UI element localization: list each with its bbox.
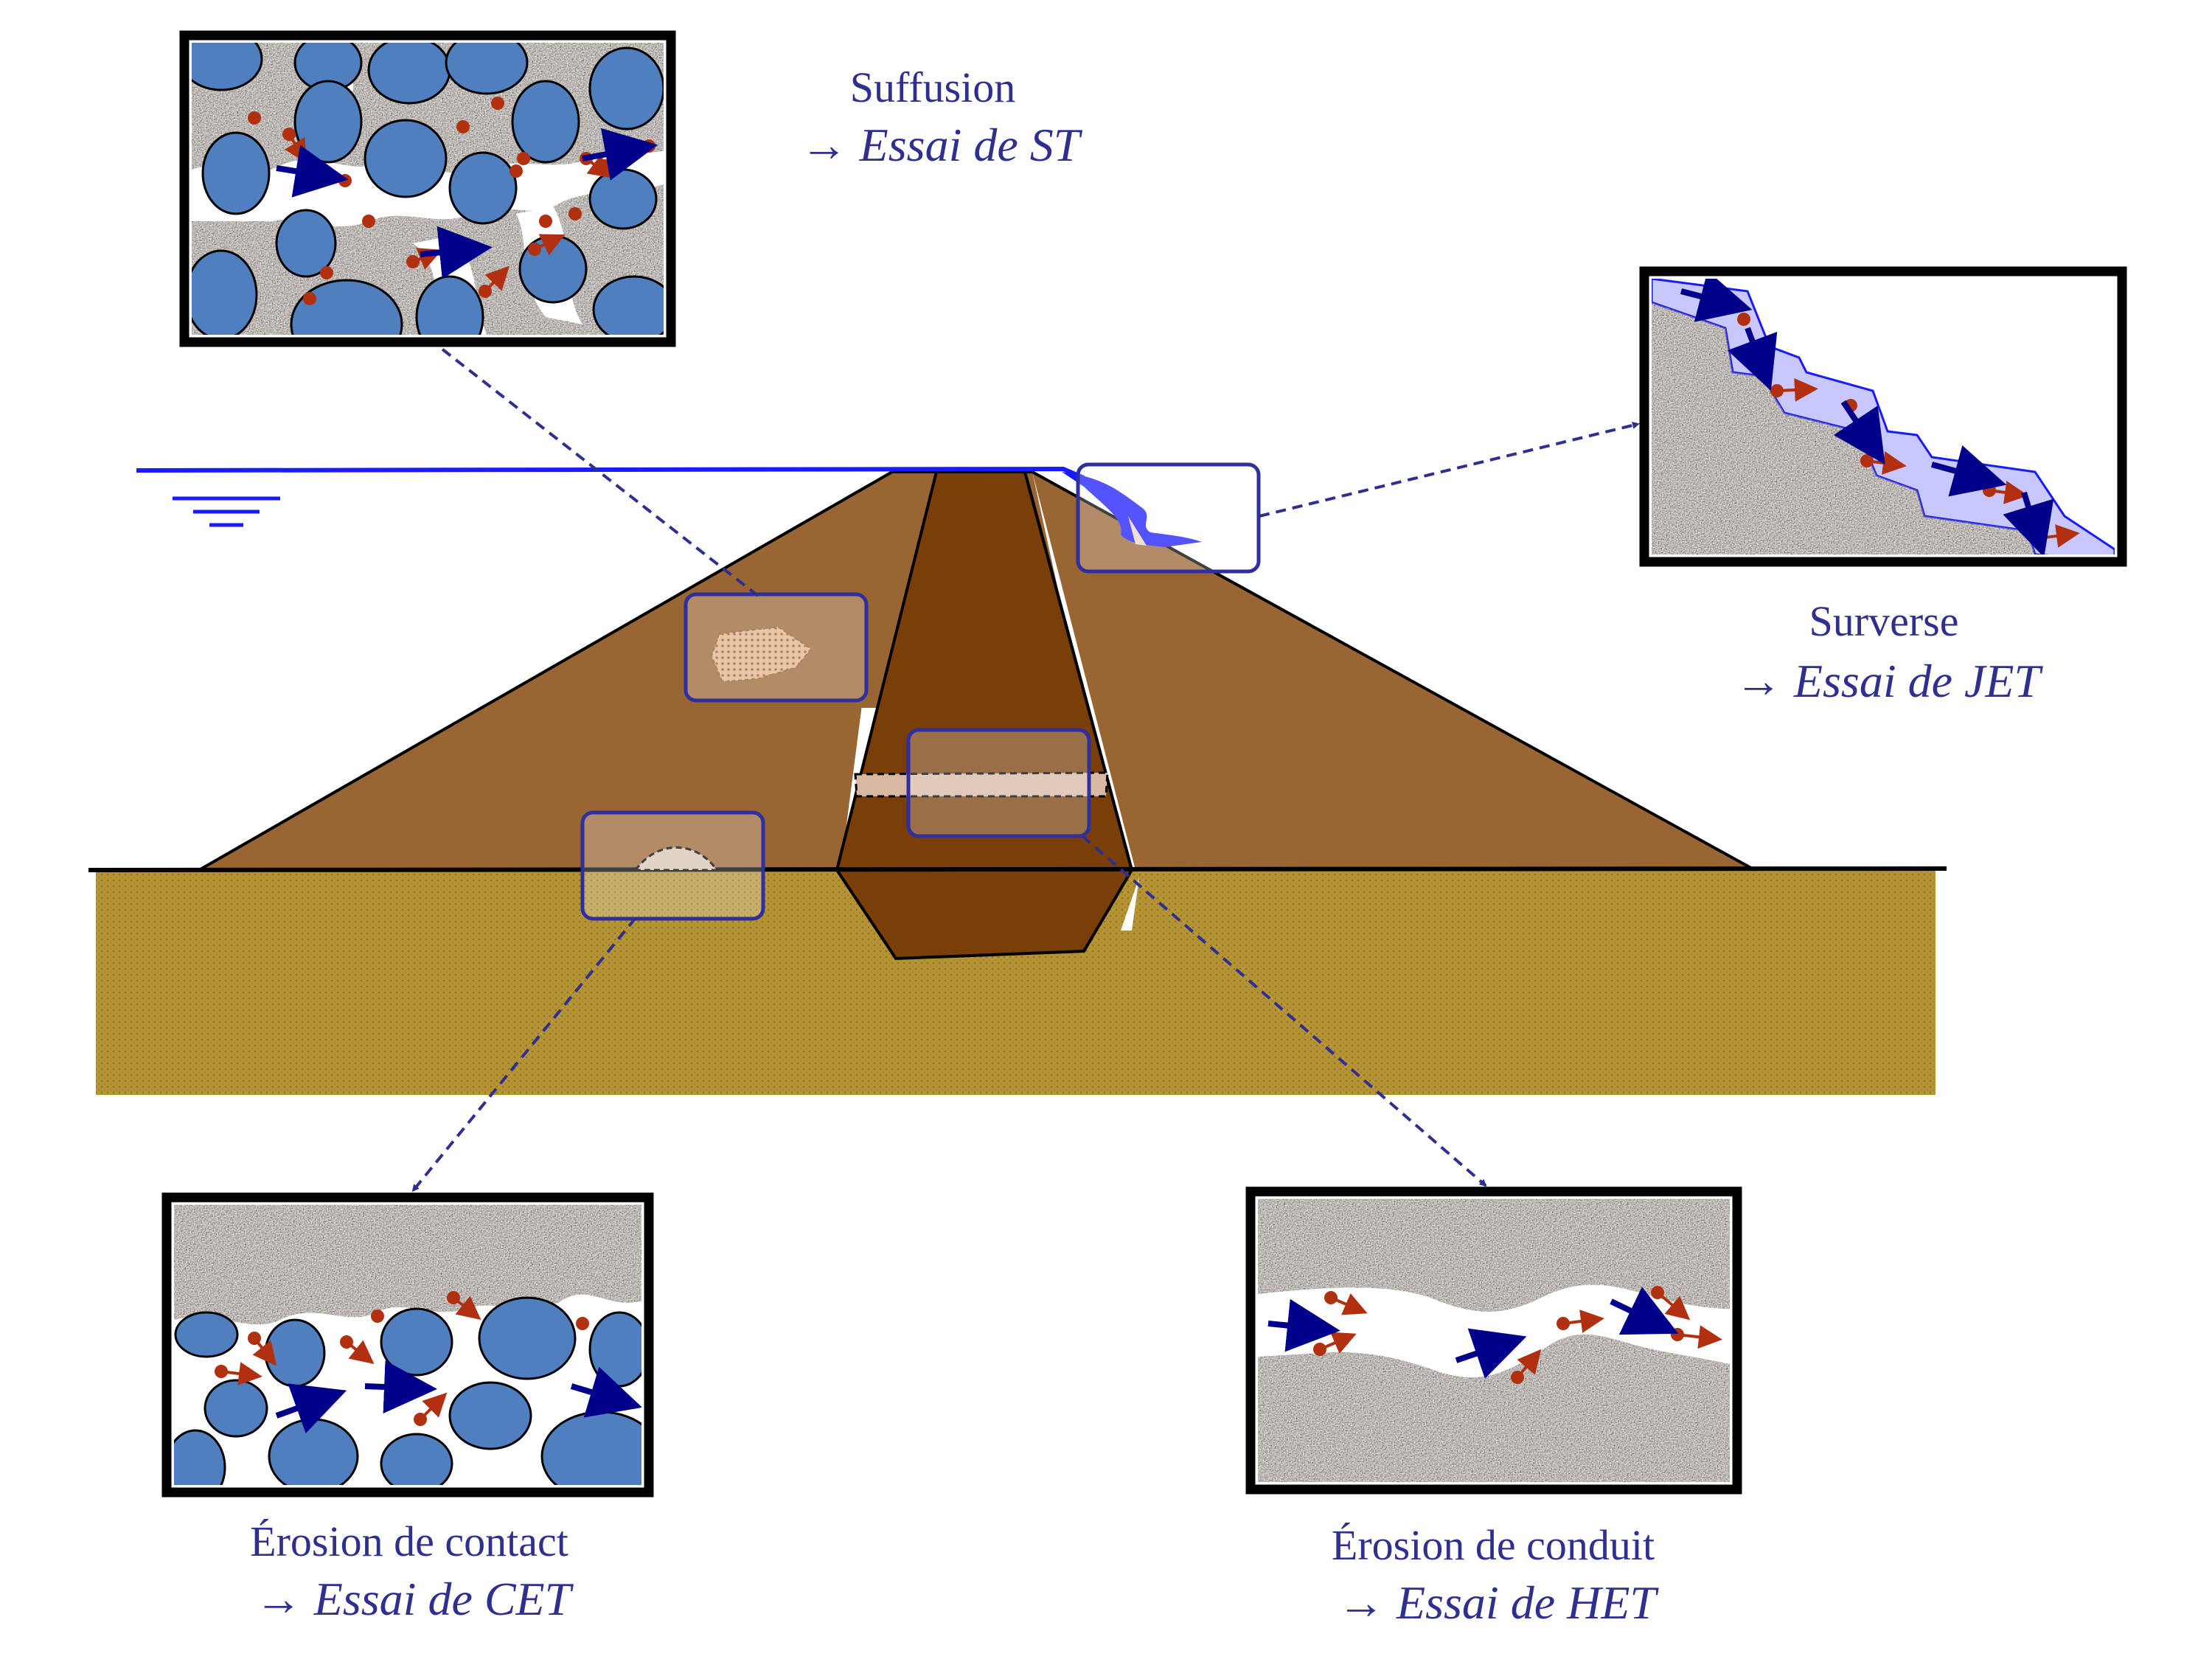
inset-suffusion <box>179 30 676 347</box>
test-name: → Essai de JET <box>1735 655 2044 707</box>
flow-arrows <box>276 128 658 279</box>
highlight-suffusion <box>684 592 869 703</box>
highlight-pipe <box>906 728 1091 838</box>
inset-conduit <box>1245 1186 1742 1495</box>
inset-contact <box>161 1192 654 1498</box>
leader-overtopping <box>1259 422 1640 518</box>
fine-soil-layer <box>174 1205 641 1325</box>
suffusion-zone <box>710 625 813 684</box>
leader-pipe <box>1081 835 1487 1187</box>
test-name: → Essai de HET <box>1338 1576 1659 1629</box>
highlight-contact <box>580 810 765 921</box>
core-right-edge-line <box>1023 471 1133 871</box>
flow-arrows <box>1680 279 2054 554</box>
leader-contact <box>411 917 637 1192</box>
inset-surverse <box>1639 266 2127 567</box>
ground-surface-line <box>88 866 1947 872</box>
mechanism-name: Érosion de conduit <box>1332 1521 1655 1569</box>
mechanism-name: Suffusion <box>850 63 1016 111</box>
contact-erosion-cavity <box>633 846 719 872</box>
location-highlights <box>580 462 1261 921</box>
coarse-grains <box>192 43 664 335</box>
overtopping-scour <box>1128 516 1147 546</box>
overtopping-flow <box>1062 472 1202 547</box>
pipe-channel <box>854 771 1109 798</box>
caption-contact: Érosion de contact → Essai de CET <box>250 1517 574 1625</box>
test-name: → Essai de CET <box>255 1573 574 1625</box>
caption-suffusion: Suffusion → Essai de ST <box>801 63 1083 171</box>
mechanism-name: Érosion de contact <box>250 1517 568 1565</box>
flow-arrows <box>1267 1287 1679 1379</box>
test-name: → Essai de ST <box>801 119 1083 171</box>
upstream-slope-line <box>198 470 893 872</box>
leader-suffusion <box>430 339 759 597</box>
mechanism-name: Surverse <box>1809 597 1959 645</box>
caption-conduit: Érosion de conduit → Essai de HET <box>1332 1521 1659 1629</box>
flow-arrows <box>275 1360 641 1434</box>
caption-surverse: Surverse → Essai de JET <box>1735 597 2044 707</box>
leader-lines <box>411 339 1640 1192</box>
core-gap-white <box>1121 877 1139 931</box>
highlight-overtopping <box>1076 462 1261 574</box>
